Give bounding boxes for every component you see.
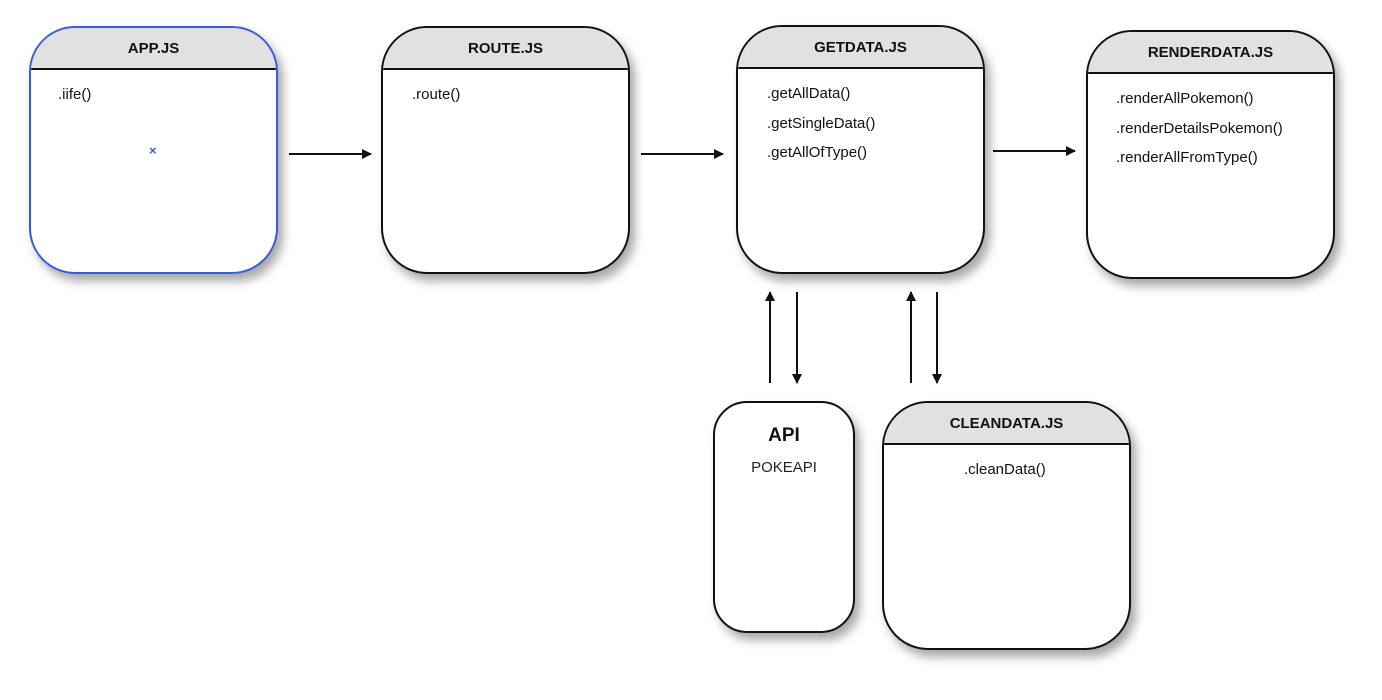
api-title: API <box>768 425 800 446</box>
cleandata-module-node[interactable]: CLEANDATA.JS .cleanData() <box>882 401 1131 650</box>
app-method-iife: .iife() <box>58 86 92 103</box>
route-method-route: .route() <box>412 86 461 103</box>
renderdata-module-node[interactable]: RENDERDATA.JS .renderAllPokemon() .rende… <box>1086 30 1335 279</box>
getdata-module-node[interactable]: GETDATA.JS .getAllData() .getSingleData(… <box>736 25 985 274</box>
renderdata-module-title: RENDERDATA.JS <box>1088 32 1333 74</box>
app-module-title: APP.JS <box>31 28 276 70</box>
renderdata-method-render-all-pokemon: .renderAllPokemon() <box>1116 90 1254 107</box>
selection-marker-icon[interactable]: × <box>149 143 157 158</box>
renderdata-method-render-details-pokemon: .renderDetailsPokemon() <box>1116 119 1283 137</box>
route-module-node[interactable]: ROUTE.JS .route() <box>381 26 630 274</box>
cleandata-method-clean-data: .cleanData() <box>964 461 1046 478</box>
route-module-title: ROUTE.JS <box>383 28 628 70</box>
getdata-method-get-single-data: .getSingleData() <box>767 114 876 132</box>
renderdata-method-render-all-from-type: .renderAllFromType() <box>1116 149 1258 166</box>
getdata-module-title: GETDATA.JS <box>738 27 983 69</box>
app-module-node[interactable]: APP.JS .iife() × <box>29 26 278 274</box>
api-subtitle: POKEAPI <box>751 459 817 476</box>
getdata-method-get-all-data: .getAllData() <box>767 85 851 102</box>
getdata-method-get-all-of-type: .getAllOfType() <box>767 144 868 161</box>
cleandata-module-title: CLEANDATA.JS <box>884 403 1129 445</box>
api-node[interactable]: API POKEAPI <box>713 401 855 633</box>
